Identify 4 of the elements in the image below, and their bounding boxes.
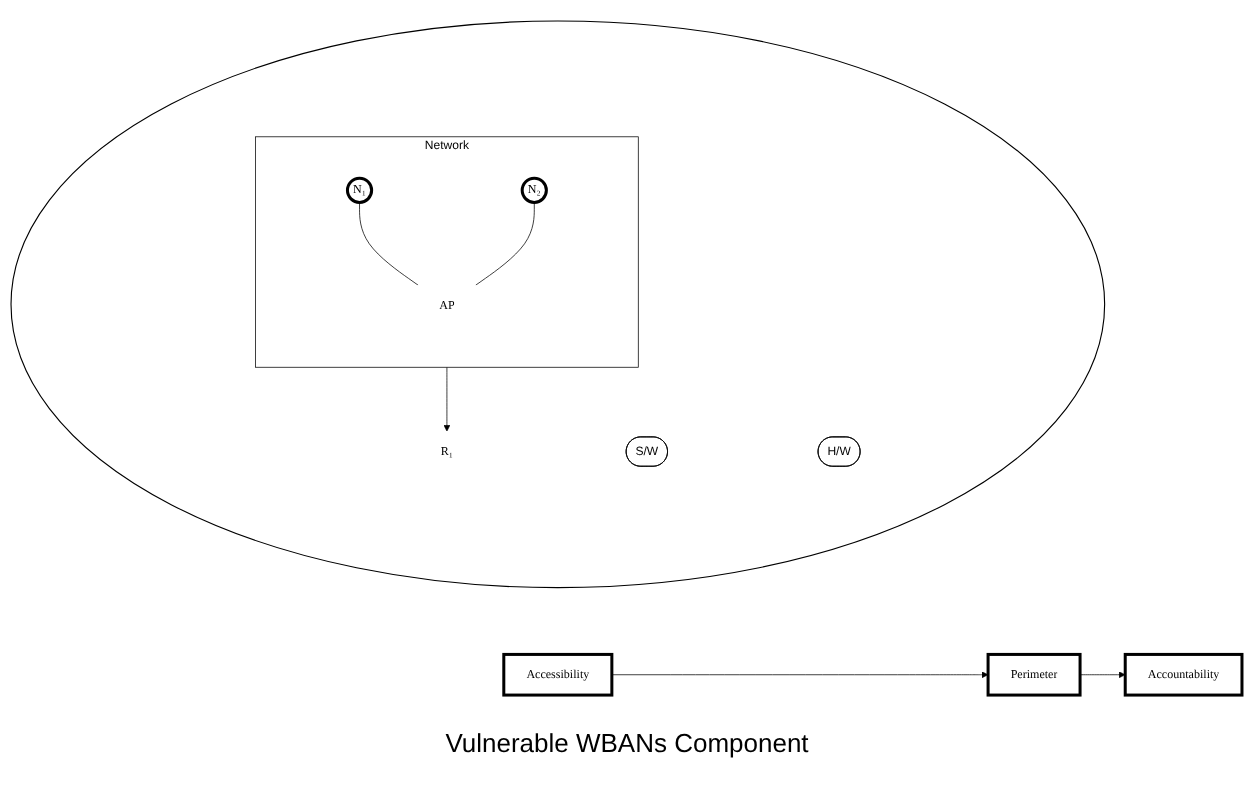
caption: Vulnerable WBANs Component bbox=[445, 728, 809, 758]
cluster bbox=[9, 20, 1105, 589]
connector bbox=[474, 202, 534, 286]
connector bbox=[358, 202, 418, 286]
